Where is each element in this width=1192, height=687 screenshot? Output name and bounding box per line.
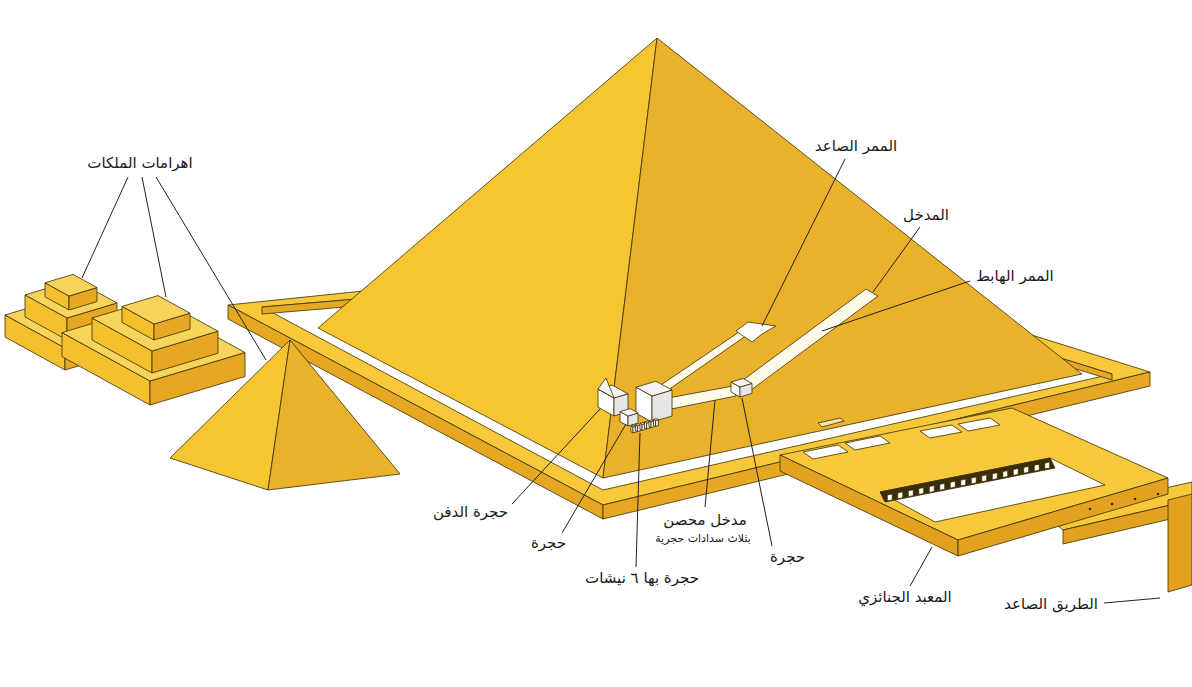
temple-top (780, 408, 1168, 540)
queen-pyramid-tier (45, 274, 97, 296)
temple-pillar (961, 479, 966, 486)
leader-line (512, 409, 600, 504)
callout-label: بثلاث سدادات حجرية (655, 532, 751, 545)
causeway-dot (1089, 508, 1092, 511)
causeway-face (1168, 494, 1192, 592)
callout-label: المعبد الجنائزي (858, 588, 952, 606)
temple-pillar (929, 485, 934, 492)
relieving-roof (598, 378, 614, 398)
callout-label: حجرة بها ٦ نيشات (585, 569, 699, 587)
temple-chapel (958, 418, 1000, 431)
temple-pillar (1024, 466, 1029, 473)
callout-label: الممر الهابط (976, 267, 1054, 285)
leader-line (1104, 598, 1160, 603)
leader-line (910, 547, 932, 586)
temple-colonnade (880, 458, 1055, 502)
callout-label: حجرة الدفن (433, 503, 508, 521)
temple-pillar (950, 481, 955, 488)
causeway-dot (1157, 493, 1160, 496)
callout-label: اهرامات الملكات (87, 154, 192, 172)
leader-line (762, 159, 845, 326)
pyramid-left-face (318, 38, 657, 478)
temple-pillar (982, 475, 987, 482)
temple-courtyard (880, 458, 1105, 522)
temple-pillar (1045, 462, 1050, 469)
horizontal-corridor (668, 386, 736, 409)
temple-chapel (845, 436, 890, 450)
queen-pyramid-tier (122, 296, 190, 324)
leader-line (142, 177, 166, 297)
temple-pillar (908, 490, 913, 497)
upper-passage-end (736, 322, 776, 342)
callout-label: مدخل محصن (663, 511, 746, 529)
boat-pit (818, 418, 844, 427)
leader-line (562, 424, 626, 533)
temple-chapel (803, 445, 848, 459)
descending-passage (735, 289, 878, 393)
temple-pillar (940, 483, 945, 490)
callout-label: الطريق الصاعد (1004, 595, 1098, 613)
leader-line (636, 433, 640, 567)
temple-pillar (992, 473, 997, 480)
leader-line (82, 177, 128, 278)
temple-chapel (920, 425, 962, 438)
callout-label: المدخل (903, 206, 949, 224)
leader-line (873, 227, 920, 292)
callout-label: حجرة (770, 548, 805, 566)
temple-pillar (1013, 468, 1018, 475)
chamber-block (620, 409, 638, 416)
temple-pillar (898, 492, 903, 499)
portcullis-block (636, 381, 672, 396)
leader-line (705, 400, 715, 507)
small-pyramid-face (268, 340, 400, 490)
niche-block (654, 419, 659, 421)
chamber-block (731, 378, 752, 387)
temple-pillar (971, 477, 976, 484)
causeway-dots (1089, 493, 1160, 511)
leader-line (822, 281, 970, 331)
causeway-dot (1134, 498, 1137, 501)
temple-pillar (1034, 464, 1039, 471)
temple-pillar (919, 488, 924, 495)
temple-pillar (1003, 471, 1008, 478)
leader-line (156, 177, 266, 360)
callout-label: الممر الصاعد (815, 137, 897, 155)
temple-pillar (887, 494, 892, 501)
causeway-dot (1111, 503, 1114, 506)
callout-label: حجرة (531, 534, 566, 552)
